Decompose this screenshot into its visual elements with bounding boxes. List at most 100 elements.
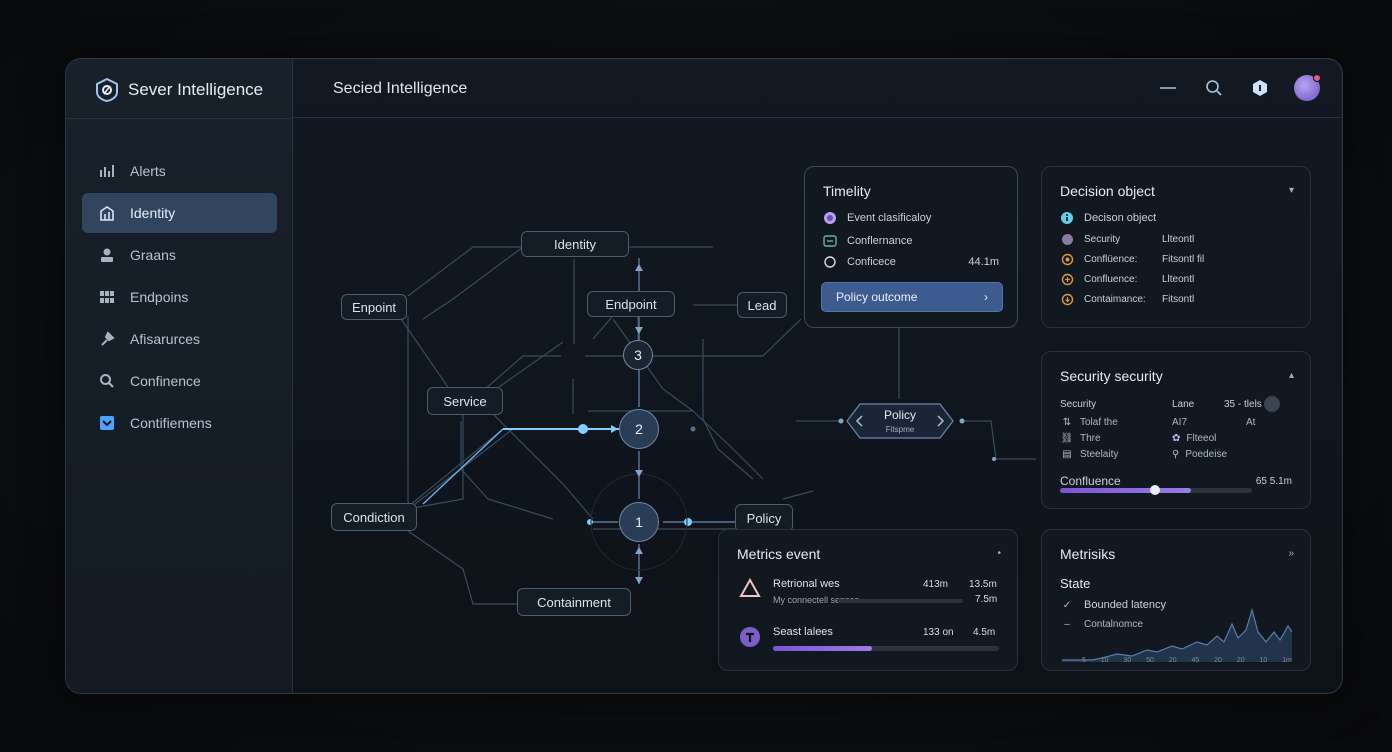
confidence-fill [1060, 488, 1191, 493]
row-label: Conficece [847, 256, 896, 268]
confidence-slider[interactable] [1060, 485, 1252, 495]
col-1: Poedeise [1185, 448, 1228, 460]
decision-row: Security Llteontl [1060, 232, 1292, 246]
identity-icon [98, 204, 116, 222]
minimize-icon[interactable] [1156, 76, 1180, 100]
search-icon[interactable] [1202, 76, 1226, 100]
dot-icon[interactable]: • [997, 548, 1001, 559]
shield-logo-icon [96, 77, 118, 103]
settings-icon[interactable] [1264, 396, 1280, 412]
col-1: AI7 [1172, 416, 1188, 428]
sidebar-item-afisarurces[interactable]: Afisarurces [82, 319, 277, 359]
confidence-value: 65 5.1m [1255, 475, 1292, 487]
timelity-row: Event clasificaloy [823, 211, 999, 225]
node-circle-2[interactable]: 2 [619, 409, 659, 449]
sidebar-item-confinence[interactable]: Confinence [82, 361, 277, 401]
state-item: ✓ Bounded latency [1060, 598, 1166, 612]
panel-title: Timelity [823, 183, 871, 199]
sidebar-item-label: Graans [130, 247, 176, 263]
sidebar: Sever Intelligence Alerts Identity Gra [66, 59, 293, 693]
sidebar-item-endpoins[interactable]: Endpoins [82, 277, 277, 317]
flower-icon: ✿ [1172, 432, 1181, 444]
row-label: Steelaity [1080, 448, 1119, 460]
chevron-up-icon[interactable]: ▴ [1288, 370, 1294, 381]
grid-icon [98, 288, 116, 306]
app-window: Sever Intelligence Alerts Identity Gra [65, 58, 1343, 694]
sidebar-item-identity[interactable]: Identity [82, 193, 277, 233]
decision-row: Contaimance: Fitsontl [1060, 292, 1292, 306]
flow-graph: Identity Enpoint Endpoint Lead 3 Service… [293, 119, 813, 693]
link-icon: ⛓ [1060, 432, 1074, 444]
state-label: State [1060, 576, 1091, 591]
node-condition[interactable]: Condiction [331, 503, 417, 531]
node-endpoint-left[interactable]: Enpoint [341, 294, 407, 320]
timelity-row: Conflernance [823, 234, 999, 248]
axis-tick: 50 [1146, 657, 1154, 664]
sidebar-item-label: Alerts [130, 163, 166, 179]
node-circle-1[interactable]: 1 [619, 502, 659, 542]
sidebar-item-alerts[interactable]: Alerts [82, 151, 277, 191]
row-value: Fitsontl fil [1162, 253, 1205, 265]
sidebar-item-contifiemens[interactable]: Contifiemens [82, 403, 277, 443]
row-label: Conflüence: [1084, 253, 1138, 265]
state-item-label: Contalnomce [1084, 618, 1143, 630]
axis-tick: 20 [1214, 657, 1222, 664]
node-load[interactable]: Lead [737, 292, 787, 318]
policy-hex-label: Policy [883, 408, 916, 422]
policy-outcome-button[interactable]: Policy outcome › [821, 282, 1003, 312]
expand-icon[interactable]: » [1288, 548, 1294, 559]
sidebar-item-label: Endpoins [130, 289, 189, 305]
node-policy[interactable]: Policy [735, 504, 793, 532]
timelity-panel: Timelity Event clasificaloy Conflernance… [804, 166, 1018, 328]
pin-icon [98, 330, 116, 348]
axis-tick: 20 [1236, 657, 1245, 664]
metrics-row: Seast lalees 133 on 4.5m [737, 624, 1001, 660]
gear-icon [1060, 252, 1074, 266]
row-value-1: 413m [923, 579, 949, 590]
policy-links [796, 328, 1036, 461]
panel-title: Decision object [1060, 183, 1155, 199]
panel-title: Metrics event [737, 546, 821, 562]
security-panel: Security security ▴ Security Lane 35 - t… [1041, 351, 1311, 509]
axis-tick: 10 [1259, 657, 1268, 664]
latency-sparkline [1062, 607, 1292, 662]
sidebar-item-graans[interactable]: Graans [82, 235, 277, 275]
sidebar-item-label: Identity [130, 205, 176, 221]
brand[interactable]: Sever Intelligence [94, 77, 263, 103]
hexagon-frame-icon [846, 403, 954, 439]
node-circle-3[interactable]: 3 [623, 340, 653, 370]
node-service[interactable]: Service [427, 387, 503, 415]
policy-hex-node[interactable]: Policy Fitspme [846, 403, 954, 439]
chevron-right-icon: › [984, 290, 988, 304]
hexagon-shield-icon[interactable] [1248, 76, 1272, 100]
node-endpoint[interactable]: Endpoint [587, 291, 675, 317]
sidebar-item-label: Afisarurces [130, 331, 201, 347]
progress-bar [773, 646, 999, 651]
row-label: Security [1084, 233, 1121, 245]
col-2: 35 - tlels [1224, 398, 1262, 410]
decision-row: Conflüence: Fitsontl fil [1060, 252, 1292, 266]
row-value: Fitsontl [1162, 293, 1195, 305]
axis-tick: 20 [1168, 657, 1177, 664]
row-subtitle: My connectell senses [773, 595, 860, 605]
node-containment[interactable]: Containment [517, 588, 631, 616]
security-head-row: Security Lane 35 - tlels [1060, 396, 1292, 412]
metrisiks-panel: Metrisiks » State ✓ Bounded latency – Co… [1041, 529, 1311, 671]
slider-handle[interactable] [1150, 485, 1160, 495]
sidebar-item-label: Contifiemens [130, 415, 212, 431]
warning-icon [739, 578, 761, 597]
user-search-icon: ⚲ [1172, 448, 1180, 460]
col-1: Flteeol [1186, 432, 1217, 444]
alert-bars-icon [98, 162, 116, 180]
row-value-1: 133 on [923, 627, 954, 638]
policy-hex-sublabel: Fitspme [885, 425, 915, 434]
chevron-down-icon[interactable]: ▾ [1288, 185, 1294, 196]
metrics-event-panel: Metrics event • Retrional wes 413m 13.5m… [718, 529, 1018, 671]
progress-fill [773, 646, 873, 651]
row-label: Decison object [1084, 212, 1157, 224]
row-label: Conflernance [847, 235, 913, 247]
page-title: Secied Intelligence [333, 80, 468, 97]
avatar[interactable] [1294, 74, 1321, 101]
row-label: Contaimance: [1084, 293, 1146, 305]
node-identity[interactable]: Identity [521, 231, 629, 257]
